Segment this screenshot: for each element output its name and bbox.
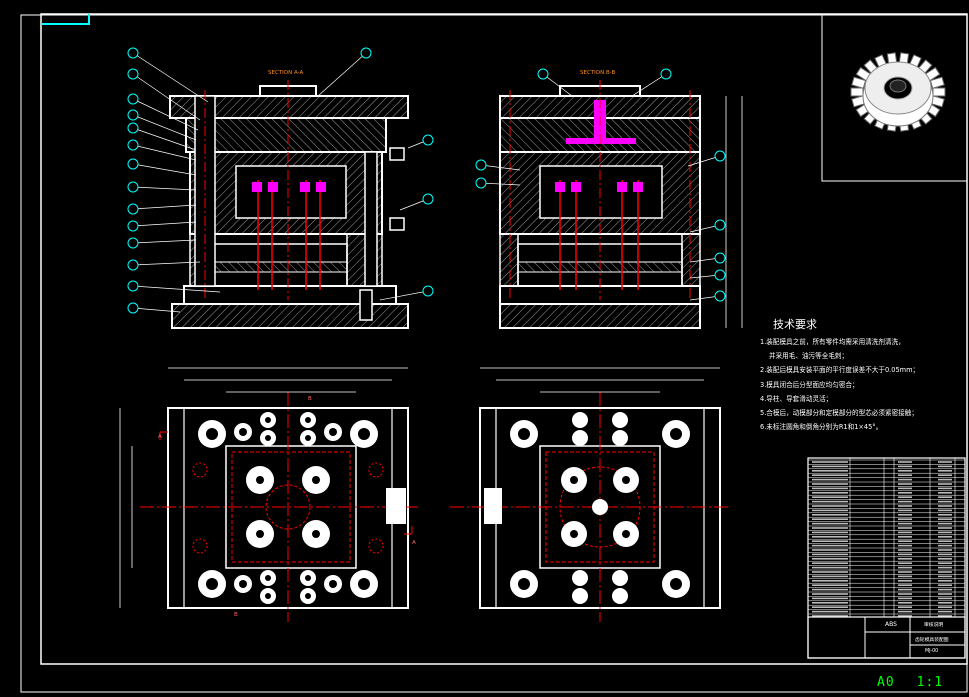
leader-line — [132, 239, 197, 244]
sheet-info: A0 1:1 — [877, 675, 965, 690]
leader-line — [379, 290, 429, 301]
tech-req-item: 6.未标注圆角和倒角分别为R1和1×45°。 — [760, 423, 883, 432]
balloon — [714, 290, 726, 302]
leader-line — [542, 73, 573, 97]
balloon — [127, 158, 139, 170]
balloon — [127, 181, 139, 193]
leader-line — [132, 163, 197, 176]
leader-line — [132, 73, 201, 121]
balloon — [127, 280, 139, 292]
leader-line — [132, 114, 197, 141]
balloon — [422, 193, 434, 205]
section-mark-b-top: B — [308, 396, 312, 402]
plan-view-fixed-half — [450, 367, 730, 622]
title-block-drawing-name: 齿轮模具装配图 — [915, 638, 949, 643]
leader-line — [132, 221, 197, 227]
section-aa-view — [169, 80, 409, 329]
section-mark-a-bottom: A — [412, 540, 416, 546]
tech-req-item: 2.装配后模具安装平面的平行度误差不大于0.05mm； — [760, 366, 920, 375]
callout-balloons — [127, 47, 726, 314]
title-block — [807, 457, 966, 659]
tech-req-item: 5.合模后，动模部分和定模部分的型芯必须紧密接触； — [760, 409, 918, 418]
balloon — [714, 219, 726, 231]
balloon — [127, 93, 139, 105]
balloon — [475, 177, 487, 189]
section-bb-label: SECTION B-B — [580, 70, 616, 76]
drawing-frame — [40, 13, 968, 665]
balloon — [714, 252, 726, 264]
gear-preview-icon — [850, 52, 946, 132]
leader-line — [480, 164, 521, 171]
leader-line — [132, 127, 197, 151]
leader-line — [132, 144, 197, 161]
tech-req-title: 技术要求 — [773, 318, 817, 331]
leader-line — [317, 52, 367, 97]
section-aa-label: SECTION A-A — [268, 70, 304, 76]
balloon — [537, 68, 549, 80]
leader-line — [132, 204, 197, 210]
section-bb-view — [499, 80, 743, 329]
balloon — [127, 47, 139, 59]
balloon — [127, 259, 139, 271]
leader-line — [132, 52, 209, 103]
balloon — [422, 285, 434, 297]
sheet-scale: 1:1 — [916, 675, 944, 690]
balloon — [127, 122, 139, 134]
tech-req-item: 1.装配模具之前，所有零件均需采用清洗剂清洗， — [760, 338, 905, 346]
section-mark-b-bottom: B — [234, 612, 238, 618]
preview-frame — [821, 13, 968, 182]
title-block-drawing-no: MJ-00 — [925, 649, 939, 654]
balloon — [714, 150, 726, 162]
balloon — [660, 68, 672, 80]
tech-req-item: 4.导柱、导套滑动灵活； — [760, 394, 833, 403]
leader-line — [480, 182, 521, 186]
leader-line — [132, 261, 201, 266]
leader-line — [132, 285, 221, 293]
balloon — [360, 47, 372, 59]
balloon — [422, 134, 434, 146]
leader-line — [132, 307, 181, 313]
corner-mark — [41, 14, 90, 25]
section-mark-a-top: A — [158, 434, 162, 440]
sheet-size: A0 — [877, 675, 895, 690]
leader-line — [687, 155, 721, 167]
title-block-material: ABS — [885, 621, 897, 628]
balloon — [475, 159, 487, 171]
balloon — [127, 109, 139, 121]
leader-line — [132, 98, 199, 131]
balloon — [127, 203, 139, 215]
balloon — [127, 220, 139, 232]
balloon — [127, 302, 139, 314]
balloon — [714, 269, 726, 281]
balloon — [127, 237, 139, 249]
tech-req-item: 3.模具闭合后分型面应均匀密合； — [760, 380, 859, 389]
tech-req-item: 并采用毛、油污等全毛刺； — [769, 352, 849, 361]
title-block-scale-cell: 审核说明 — [924, 623, 944, 628]
plan-view-moving-half — [119, 367, 420, 622]
balloon — [127, 139, 139, 151]
balloon — [127, 68, 139, 80]
leader-line — [631, 73, 667, 97]
leader-line — [132, 186, 197, 191]
technical-requirements: 技术要求 1.装配模具之前，所有零件均需采用清洗剂清洗， 并采用毛、油污等全毛刺… — [760, 318, 960, 434]
